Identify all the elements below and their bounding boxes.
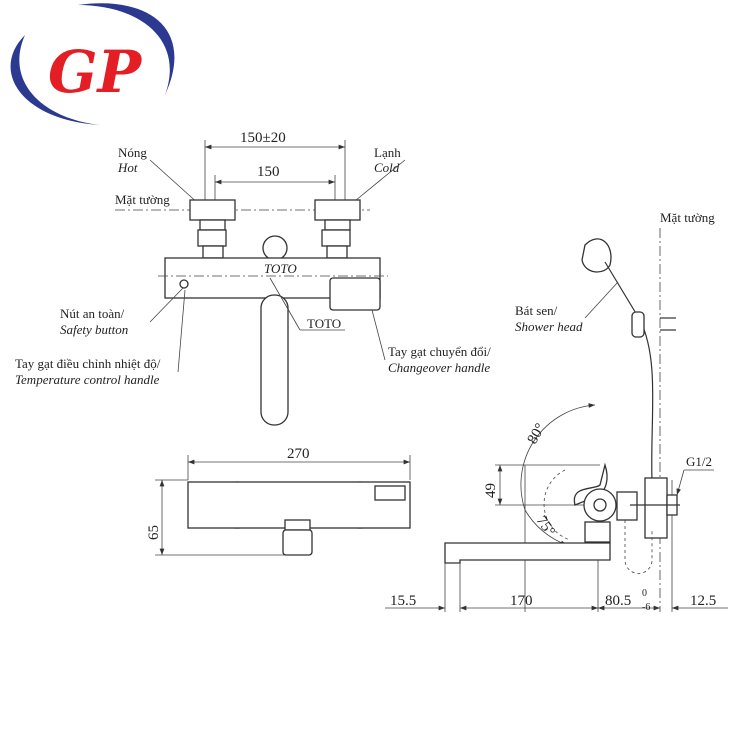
angle-80: 80° — [525, 421, 549, 447]
dim-270: 270 — [287, 446, 310, 462]
logo-text: GP — [48, 38, 143, 106]
dim-80-5-upper-tol: 0 — [642, 588, 647, 599]
wall-label-top: Mặt tường — [115, 192, 170, 207]
hot-label-en: Hot — [117, 160, 138, 175]
wall-label-side: Mặt tường — [660, 210, 715, 225]
gp-logo: GP — [10, 3, 175, 125]
toto-label: TOTO — [307, 316, 341, 331]
dim-15-5: 15.5 — [390, 593, 416, 609]
temp-label-en: Temperature control handle — [15, 372, 160, 387]
dim-150: 150 — [257, 164, 280, 180]
shower-label: Bát sen/ — [515, 303, 558, 318]
dim-80-5: 80.5 — [605, 593, 631, 609]
hot-label: Nóng — [118, 145, 147, 160]
dim-12-5: 12.5 — [690, 593, 716, 609]
cold-label-en: Cold — [374, 160, 400, 175]
front-view: 270 65 — [146, 446, 411, 556]
brand-mark: TOTO — [264, 261, 297, 276]
side-view: Mặt tường Bát sen/ Shower head 80° 75° 4… — [385, 210, 728, 613]
shower-label-en: Shower head — [515, 319, 583, 334]
dim-80-5-lower-tol: -6 — [642, 602, 650, 613]
dim-65: 65 — [146, 525, 162, 540]
thread-label: G1/2 — [686, 454, 712, 469]
safety-label-en: Safety button — [60, 322, 128, 337]
cold-label: Lạnh — [374, 145, 401, 160]
safety-label: Nút an toàn/ — [60, 306, 125, 321]
changeover-label: Tay gạt chuyển đổi/ — [388, 344, 491, 359]
dim-150-20: 150±20 — [240, 130, 286, 146]
temp-label: Tay gạt điều chỉnh nhiệt độ/ — [15, 356, 161, 371]
changeover-label-en: Changeover handle — [388, 360, 490, 375]
dim-49: 49 — [483, 483, 499, 498]
dim-170: 170 — [510, 593, 533, 609]
top-view: 150±20 150 Mặt tường Nóng Hot Lạnh Cold … — [15, 130, 491, 426]
angle-75: 75° — [533, 513, 558, 539]
